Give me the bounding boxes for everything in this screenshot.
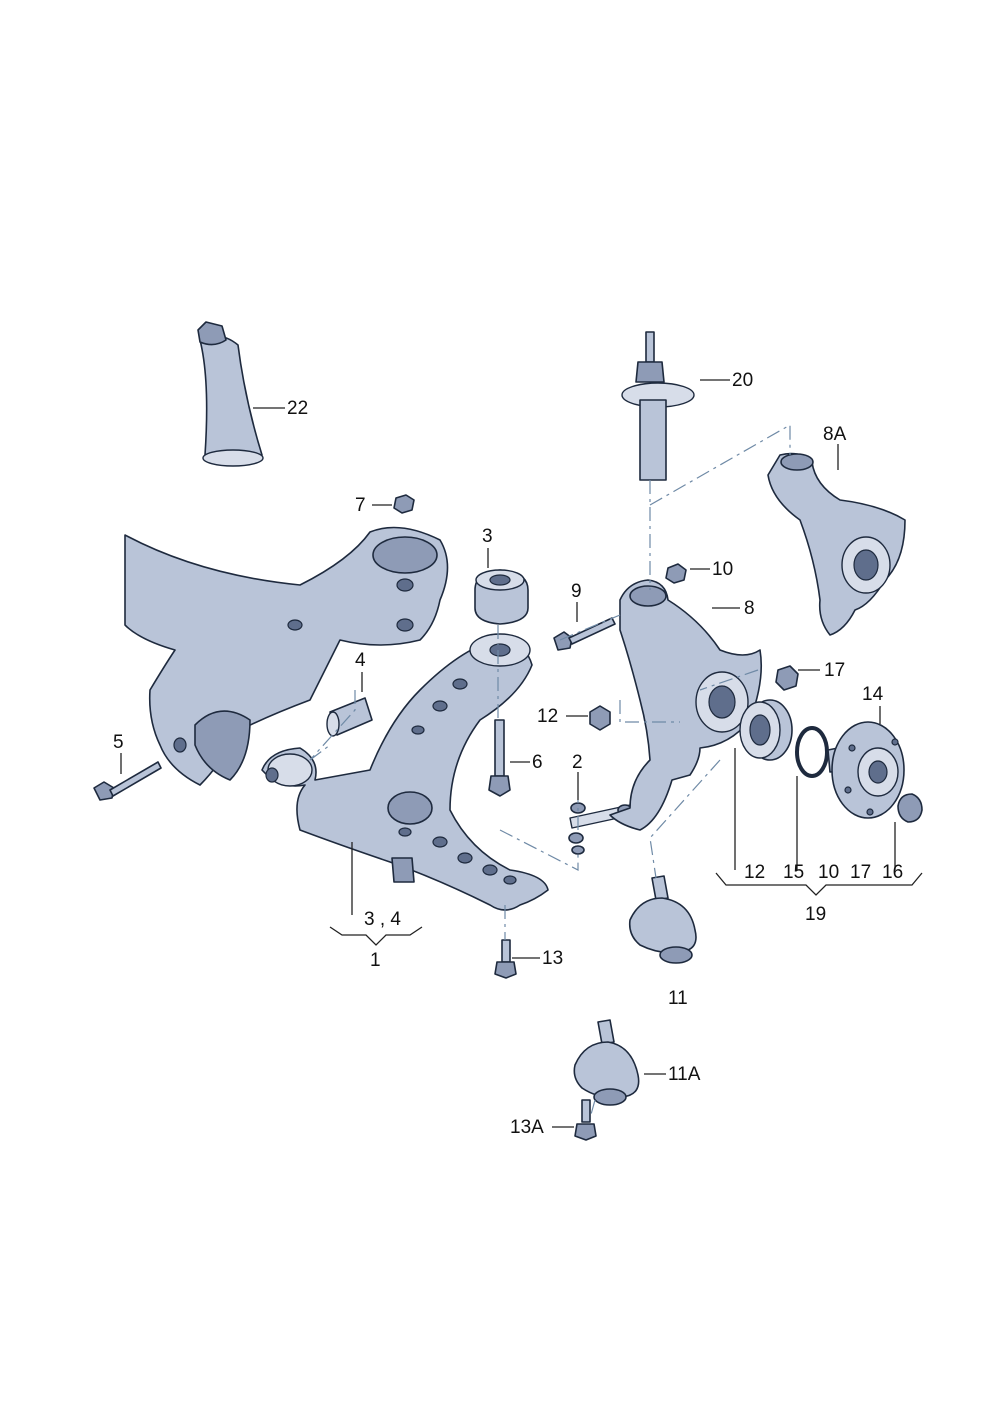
- label-7: 7: [355, 495, 366, 516]
- label-11A: 11A: [668, 1064, 701, 1085]
- part-4-bushing: [326, 697, 373, 737]
- callout-labels: 22 20 8A 7 3 10 9 8 17 4 14 12 5 6 2 12 …: [113, 370, 903, 1138]
- circlip: [795, 726, 829, 778]
- assembly-lines: [309, 423, 791, 1119]
- part-8-steering-knuckle: [609, 579, 763, 831]
- part-16-nut: [897, 793, 923, 823]
- part-10-nut: [665, 563, 687, 584]
- label-3: 3: [482, 526, 493, 547]
- label-10: 10: [712, 559, 733, 580]
- group-19-item-10: 10: [818, 862, 839, 883]
- group-19-item-16: 16: [882, 862, 903, 883]
- group-braces: [329, 872, 923, 946]
- part-5-bolt: [93, 761, 162, 801]
- label-8: 8: [744, 598, 755, 619]
- part-13A-bolt: [574, 1099, 597, 1141]
- group-19-item-17: 17: [850, 862, 871, 883]
- label-17: 17: [824, 660, 845, 681]
- part-12-nut: [589, 705, 611, 731]
- part-3-bushing: [474, 569, 529, 625]
- part-9-bolt: [553, 617, 616, 651]
- part-6-bolt: [488, 719, 511, 797]
- leader-lines: [120, 379, 896, 1128]
- label-13A: 13A: [510, 1117, 544, 1138]
- label-20: 20: [732, 370, 753, 391]
- subframe: [124, 526, 449, 786]
- group-19-item-15: 15: [783, 862, 804, 883]
- label-2: 2: [572, 752, 583, 773]
- label-11: 11: [668, 988, 688, 1009]
- label-19: 19: [805, 904, 826, 925]
- label-14: 14: [862, 684, 884, 705]
- label-13: 13: [542, 948, 563, 969]
- label-9: 9: [571, 581, 582, 602]
- label-5: 5: [113, 732, 124, 753]
- label-6: 6: [532, 752, 543, 773]
- part-17-nut: [775, 665, 799, 691]
- part-14-wheel-hub: [827, 721, 905, 819]
- part-11A-ball-joint: [573, 1019, 640, 1106]
- label-8A: 8A: [823, 424, 847, 445]
- part-13-bolt: [494, 939, 517, 979]
- label-4: 4: [355, 650, 366, 671]
- part-22-grease-tube: [197, 321, 264, 467]
- part-1-control-arm: [261, 633, 549, 911]
- label-1: 1: [370, 950, 381, 971]
- part-8A-steering-knuckle: [767, 452, 906, 636]
- label-22: 22: [287, 398, 308, 419]
- group-1-items-3-4: 3 , 4: [364, 909, 401, 930]
- part-11-ball-joint: [628, 875, 697, 964]
- group-19-item-12: 12: [744, 862, 765, 883]
- label-12: 12: [537, 706, 558, 727]
- part-7-nut: [393, 494, 415, 514]
- part-20-strut: [621, 331, 695, 481]
- wheel-bearing: [739, 699, 793, 761]
